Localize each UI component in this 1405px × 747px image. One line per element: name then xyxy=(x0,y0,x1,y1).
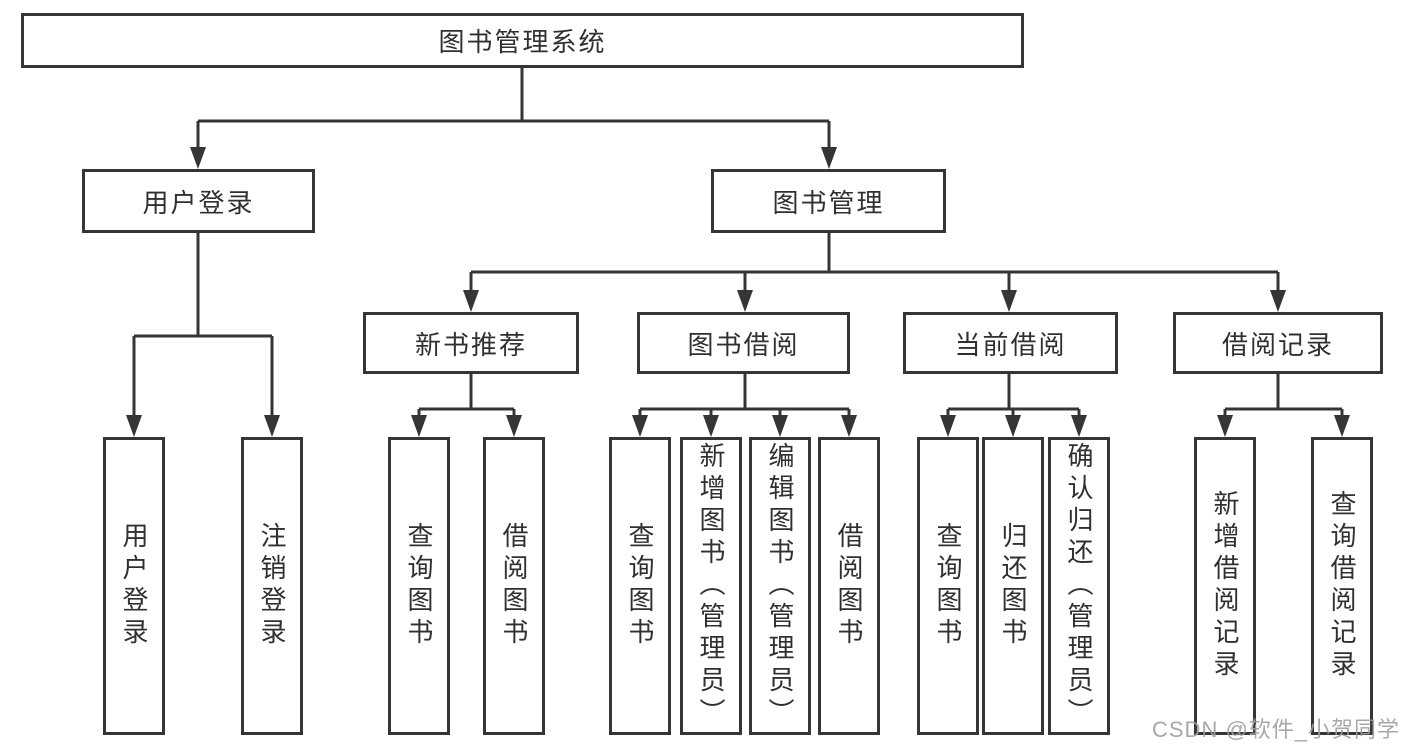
leaf-records-query-record: 查询借阅记录 xyxy=(1311,437,1373,735)
leaf-recommend-borrow-books: 借阅图书 xyxy=(483,437,545,735)
leaf-current-query-books: 查询图书 xyxy=(917,437,979,735)
node-label: 归还图书 xyxy=(998,522,1028,650)
leaf-current-confirm-return-admin: 确认归还（管理员） xyxy=(1048,437,1110,735)
node-label: 查询图书 xyxy=(404,522,434,650)
leaf-borrowing-borrow-books: 借阅图书 xyxy=(818,437,880,735)
node-user-login: 用户登录 xyxy=(82,169,315,233)
node-label: 当前借阅 xyxy=(954,329,1067,360)
node-label: 借阅记录 xyxy=(1221,329,1334,360)
leaf-borrowing-query-books: 查询图书 xyxy=(609,437,671,735)
leaf-logout: 注销登录 xyxy=(241,437,303,735)
node-label: 注销登录 xyxy=(257,522,287,650)
node-label: 图书管理 xyxy=(772,187,885,218)
node-label: 新书推荐 xyxy=(414,329,527,360)
leaf-user-login: 用户登录 xyxy=(103,437,165,735)
leaf-records-add-record: 新增借阅记录 xyxy=(1194,437,1256,735)
node-label: 用户登录 xyxy=(142,187,255,218)
leaf-current-return-books: 归还图书 xyxy=(982,437,1044,735)
leaf-borrowing-edit-books-admin: 编辑图书（管理员） xyxy=(749,437,811,735)
node-label: 借阅图书 xyxy=(499,522,529,650)
node-label: 编辑图书（管理员） xyxy=(765,442,795,730)
node-label: 新增图书（管理员） xyxy=(696,442,726,730)
leaf-recommend-query-books: 查询图书 xyxy=(388,437,450,735)
node-label: 确认归还（管理员） xyxy=(1064,442,1094,730)
node-label: 图书管理系统 xyxy=(438,27,607,57)
leaf-borrowing-add-books-admin: 新增图书（管理员） xyxy=(680,437,742,735)
node-label: 用户登录 xyxy=(119,522,149,650)
node-new-book-recommendation: 新书推荐 xyxy=(363,312,579,374)
node-label: 借阅图书 xyxy=(834,522,864,650)
node-borrowing-records: 借阅记录 xyxy=(1173,312,1383,374)
node-label: 图书借阅 xyxy=(687,329,800,360)
node-book-management-system: 图书管理系统 xyxy=(21,13,1024,68)
node-label: 查询图书 xyxy=(625,522,655,650)
node-label: 新增借阅记录 xyxy=(1210,490,1240,682)
node-book-borrowing: 图书借阅 xyxy=(637,312,850,374)
node-label: 查询图书 xyxy=(933,522,963,650)
csdn-watermark: CSDN @软件_小贺同学 xyxy=(1152,717,1401,742)
node-label: 查询借阅记录 xyxy=(1327,490,1357,682)
node-book-management: 图书管理 xyxy=(711,169,946,233)
node-current-borrowing: 当前借阅 xyxy=(903,312,1118,374)
